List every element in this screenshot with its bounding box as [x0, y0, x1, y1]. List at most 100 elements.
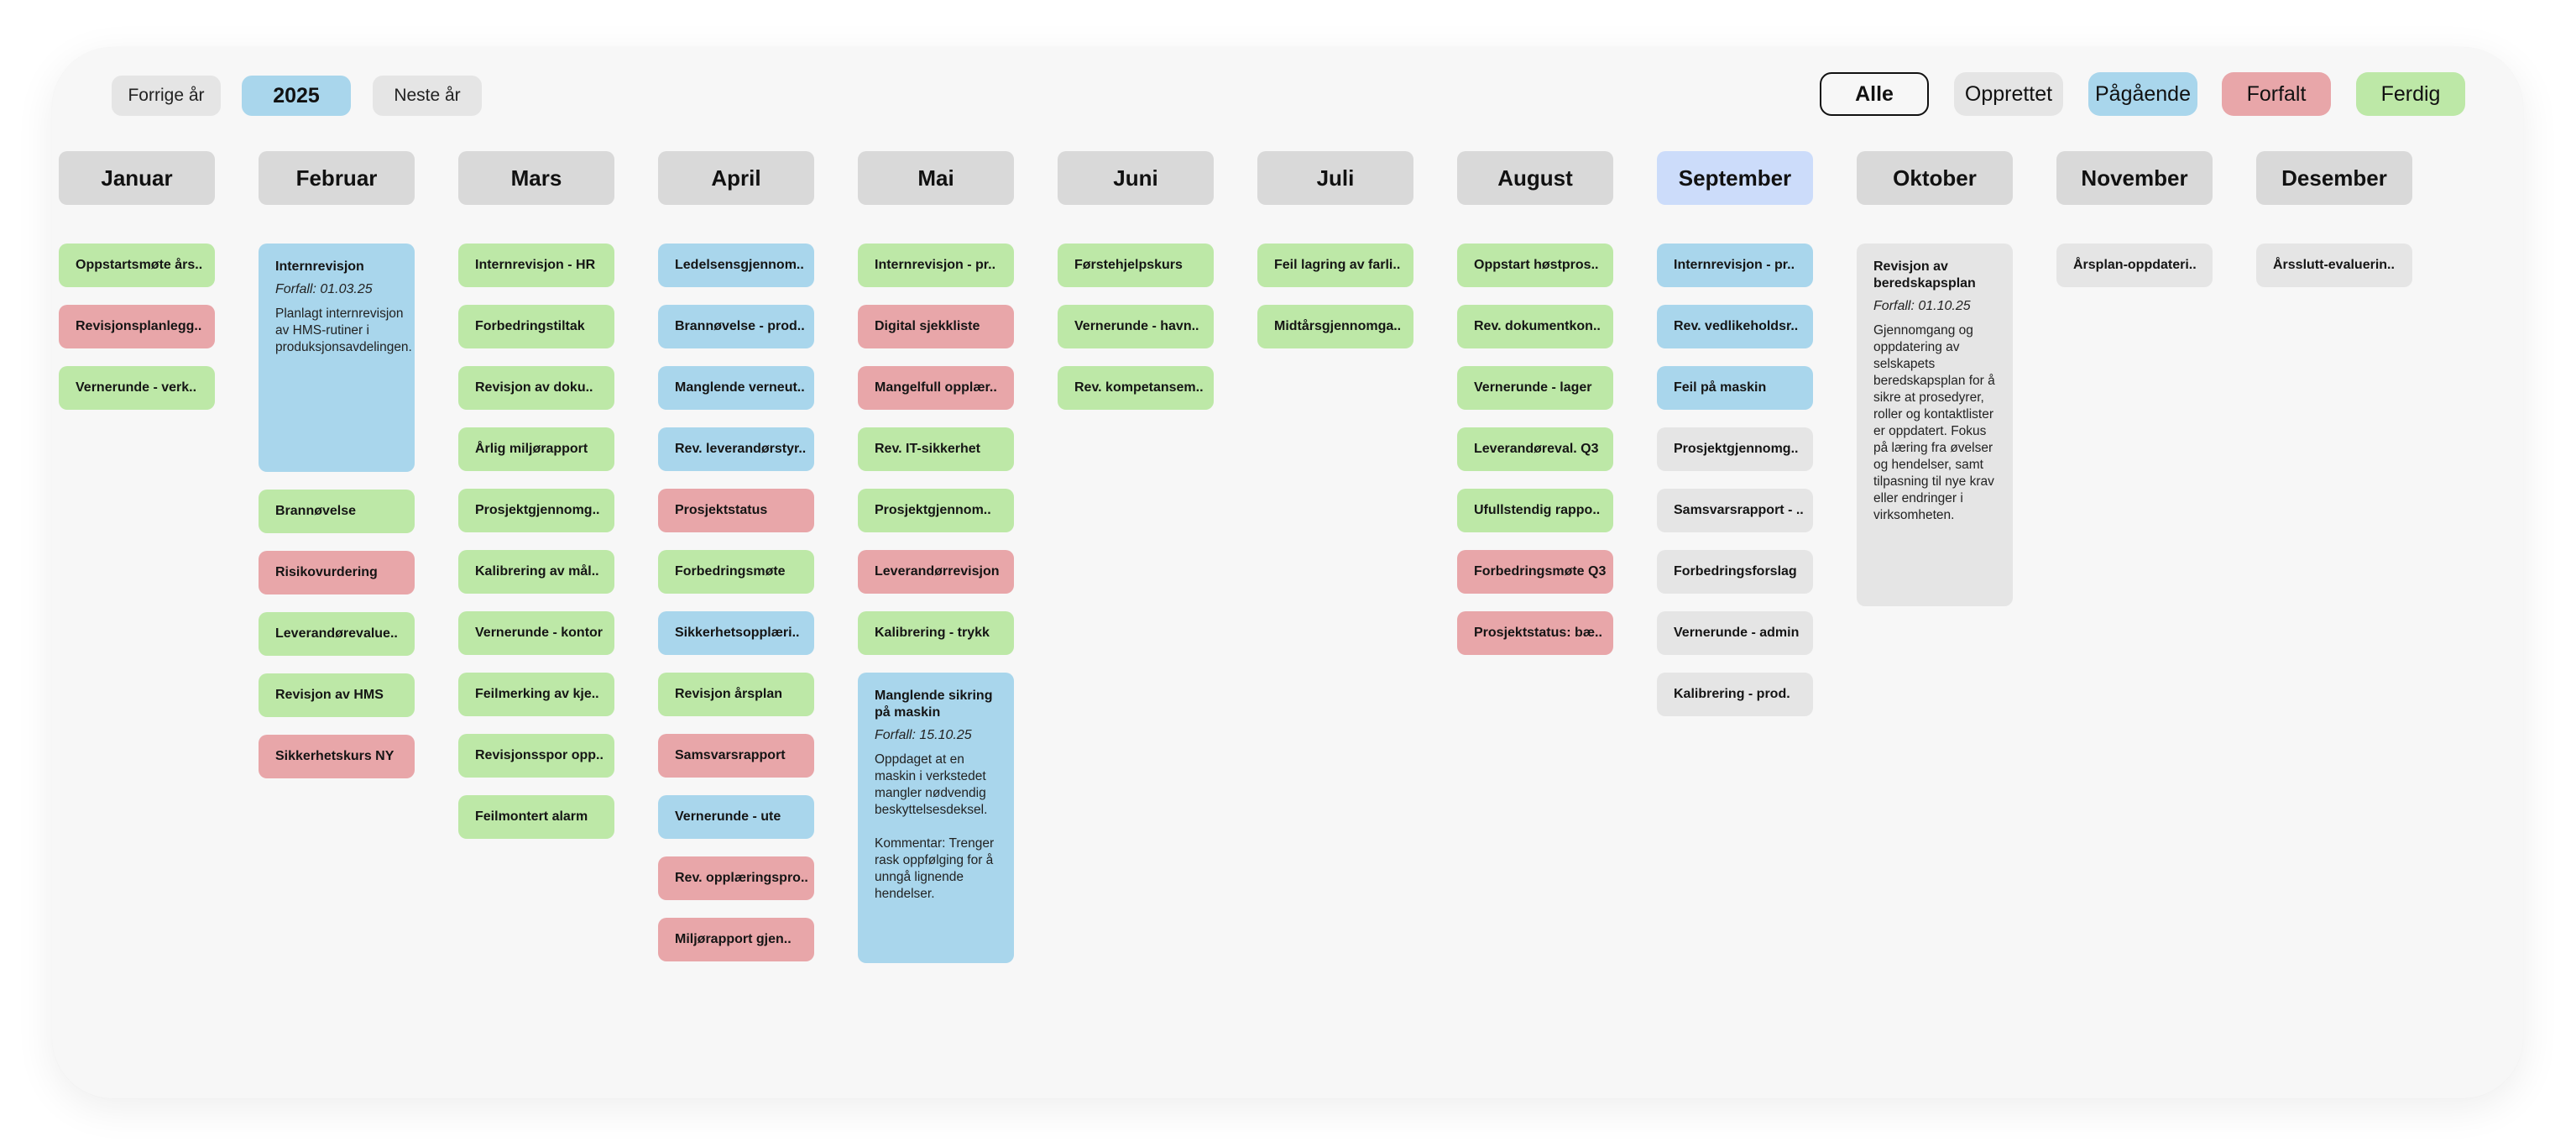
task-card[interactable]: Feilmontert alarm — [458, 795, 614, 839]
month-header[interactable]: Mars — [458, 151, 614, 205]
task-card[interactable]: Forbedringsforslag — [1657, 550, 1813, 594]
task-card[interactable]: Rev. opplæringspro.. — [658, 856, 814, 900]
month-header[interactable]: Desember — [2256, 151, 2412, 205]
task-card[interactable]: Prosjektgjennomg.. — [458, 489, 614, 532]
task-card[interactable]: Førstehjelpskurs — [1058, 244, 1214, 287]
month-header[interactable]: Juni — [1058, 151, 1214, 205]
task-card[interactable]: Samsvarsrapport — [658, 734, 814, 778]
task-card[interactable]: Midtårsgjennomga.. — [1257, 305, 1413, 348]
task-card[interactable]: Kalibrering - prod. — [1657, 673, 1813, 716]
task-card[interactable]: Feil på maskin — [1657, 366, 1813, 410]
task-card[interactable]: Vernerunde - verk.. — [59, 366, 215, 410]
task-title: Digital sjekkliste — [875, 319, 980, 333]
task-card[interactable]: Risikovurdering — [259, 551, 415, 594]
task-card[interactable]: Kalibrering av mål.. — [458, 550, 614, 594]
task-card[interactable]: Prosjektstatus: bæ.. — [1457, 611, 1613, 655]
filter-done-button[interactable]: Ferdig — [2356, 72, 2465, 116]
filter-created-button[interactable]: Opprettet — [1954, 72, 2063, 116]
filter-ongoing-button[interactable]: Pågående — [2088, 72, 2197, 116]
task-card[interactable]: Internrevisjon - HR — [458, 244, 614, 287]
previous-year-button[interactable]: Forrige år — [112, 76, 221, 116]
task-card[interactable]: Rev. dokumentkon.. — [1457, 305, 1613, 348]
month-header[interactable]: Oktober — [1857, 151, 2013, 205]
task-card[interactable]: Vernerunde - kontor — [458, 611, 614, 655]
task-card[interactable]: Oppstart høstpros.. — [1457, 244, 1613, 287]
task-title: Samsvarsrapport — [675, 748, 786, 762]
task-card[interactable]: Brannøvelse — [259, 490, 415, 533]
month-header[interactable]: November — [2056, 151, 2213, 205]
task-card[interactable]: Rev. vedlikeholdsr.. — [1657, 305, 1813, 348]
task-card[interactable]: Samsvarsrapport - .. — [1657, 489, 1813, 532]
task-card[interactable]: Ledelsensgjennom.. — [658, 244, 814, 287]
task-card[interactable]: Prosjektgjennomg.. — [1657, 427, 1813, 471]
task-title: Feil på maskin — [1674, 380, 1767, 395]
task-title: Revisjonsplanlegg.. — [76, 319, 202, 333]
task-card[interactable]: Digital sjekkliste — [858, 305, 1014, 348]
month-header[interactable]: August — [1457, 151, 1613, 205]
task-card[interactable]: Prosjektstatus — [658, 489, 814, 532]
month-header[interactable]: Mai — [858, 151, 1014, 205]
task-card[interactable]: Internrevisjon - pr.. — [858, 244, 1014, 287]
task-card[interactable]: Årsslutt-evaluerin.. — [2256, 244, 2412, 287]
task-title: Vernerunde - ute — [675, 809, 781, 824]
task-card[interactable]: Kalibrering - trykk — [858, 611, 1014, 655]
next-year-button[interactable]: Neste år — [373, 76, 482, 116]
task-title: Vernerunde - lager — [1474, 380, 1592, 395]
task-card[interactable]: Forbedringstiltak — [458, 305, 614, 348]
task-title: Prosjektgjennomg.. — [1674, 442, 1799, 456]
task-card[interactable]: Sikkerhetsopplæri.. — [658, 611, 814, 655]
task-card[interactable]: Leverandørevalue.. — [259, 612, 415, 656]
month-header[interactable]: Februar — [259, 151, 415, 205]
task-card[interactable]: Miljørapport gjen.. — [658, 918, 814, 961]
task-card[interactable]: Revisjon av HMS — [259, 673, 415, 717]
task-card[interactable]: Revisjonsspor opp.. — [458, 734, 614, 778]
task-card[interactable]: Ufullstendig rappo.. — [1457, 489, 1613, 532]
task-card[interactable]: Sikkerhetskurs NY — [259, 735, 415, 778]
task-title: Manglende sikring på maskin — [875, 689, 993, 720]
task-card[interactable]: Feil lagring av farli.. — [1257, 244, 1413, 287]
filter-overdue-button[interactable]: Forfalt — [2222, 72, 2331, 116]
task-card[interactable]: Årlig miljørapport — [458, 427, 614, 471]
task-card[interactable]: Rev. IT-sikkerhet — [858, 427, 1014, 471]
task-list: Årsplan-oppdateri.. — [2056, 244, 2213, 287]
task-title: Forbedringsmøte Q3 — [1474, 564, 1607, 579]
task-card[interactable]: Revisjon av doku.. — [458, 366, 614, 410]
task-title: Kalibrering - trykk — [875, 626, 990, 640]
month-header[interactable]: Juli — [1257, 151, 1413, 205]
task-card[interactable]: Forbedringsmøte — [658, 550, 814, 594]
month-header[interactable]: April — [658, 151, 814, 205]
task-title: Prosjektgjennom.. — [875, 503, 991, 517]
task-card[interactable]: Rev. leverandørstyr.. — [658, 427, 814, 471]
task-card[interactable]: Leverandøreval. Q3 — [1457, 427, 1613, 471]
task-card[interactable]: Mangelfull opplær.. — [858, 366, 1014, 410]
task-card[interactable]: Revisjonsplanlegg.. — [59, 305, 215, 348]
task-card[interactable]: Oppstartsmøte års.. — [59, 244, 215, 287]
task-card[interactable]: Vernerunde - ute — [658, 795, 814, 839]
task-card[interactable]: Forbedringsmøte Q3 — [1457, 550, 1613, 594]
task-title: Kalibrering av mål.. — [475, 564, 599, 579]
task-card[interactable]: Feilmerking av kje.. — [458, 673, 614, 716]
task-card[interactable]: Årsplan-oppdateri.. — [2056, 244, 2213, 287]
task-card[interactable]: Manglende verneut.. — [658, 366, 814, 410]
task-title: Vernerunde - verk.. — [76, 380, 197, 395]
task-card[interactable]: Prosjektgjennom.. — [858, 489, 1014, 532]
task-card[interactable]: Revisjon årsplan — [658, 673, 814, 716]
month-header[interactable]: Januar — [59, 151, 215, 205]
month-header[interactable]: September — [1657, 151, 1813, 205]
task-card[interactable]: Internrevisjon - pr.. — [1657, 244, 1813, 287]
task-card[interactable]: Brannøvelse - prod.. — [658, 305, 814, 348]
task-card[interactable]: Vernerunde - havn.. — [1058, 305, 1214, 348]
task-card[interactable]: Rev. kompetansem.. — [1058, 366, 1214, 410]
task-card[interactable]: Leverandørrevisjon — [858, 550, 1014, 594]
task-card[interactable]: Vernerunde - admin — [1657, 611, 1813, 655]
task-card[interactable]: Vernerunde - lager — [1457, 366, 1613, 410]
filter-all-button[interactable]: Alle — [1820, 72, 1929, 116]
